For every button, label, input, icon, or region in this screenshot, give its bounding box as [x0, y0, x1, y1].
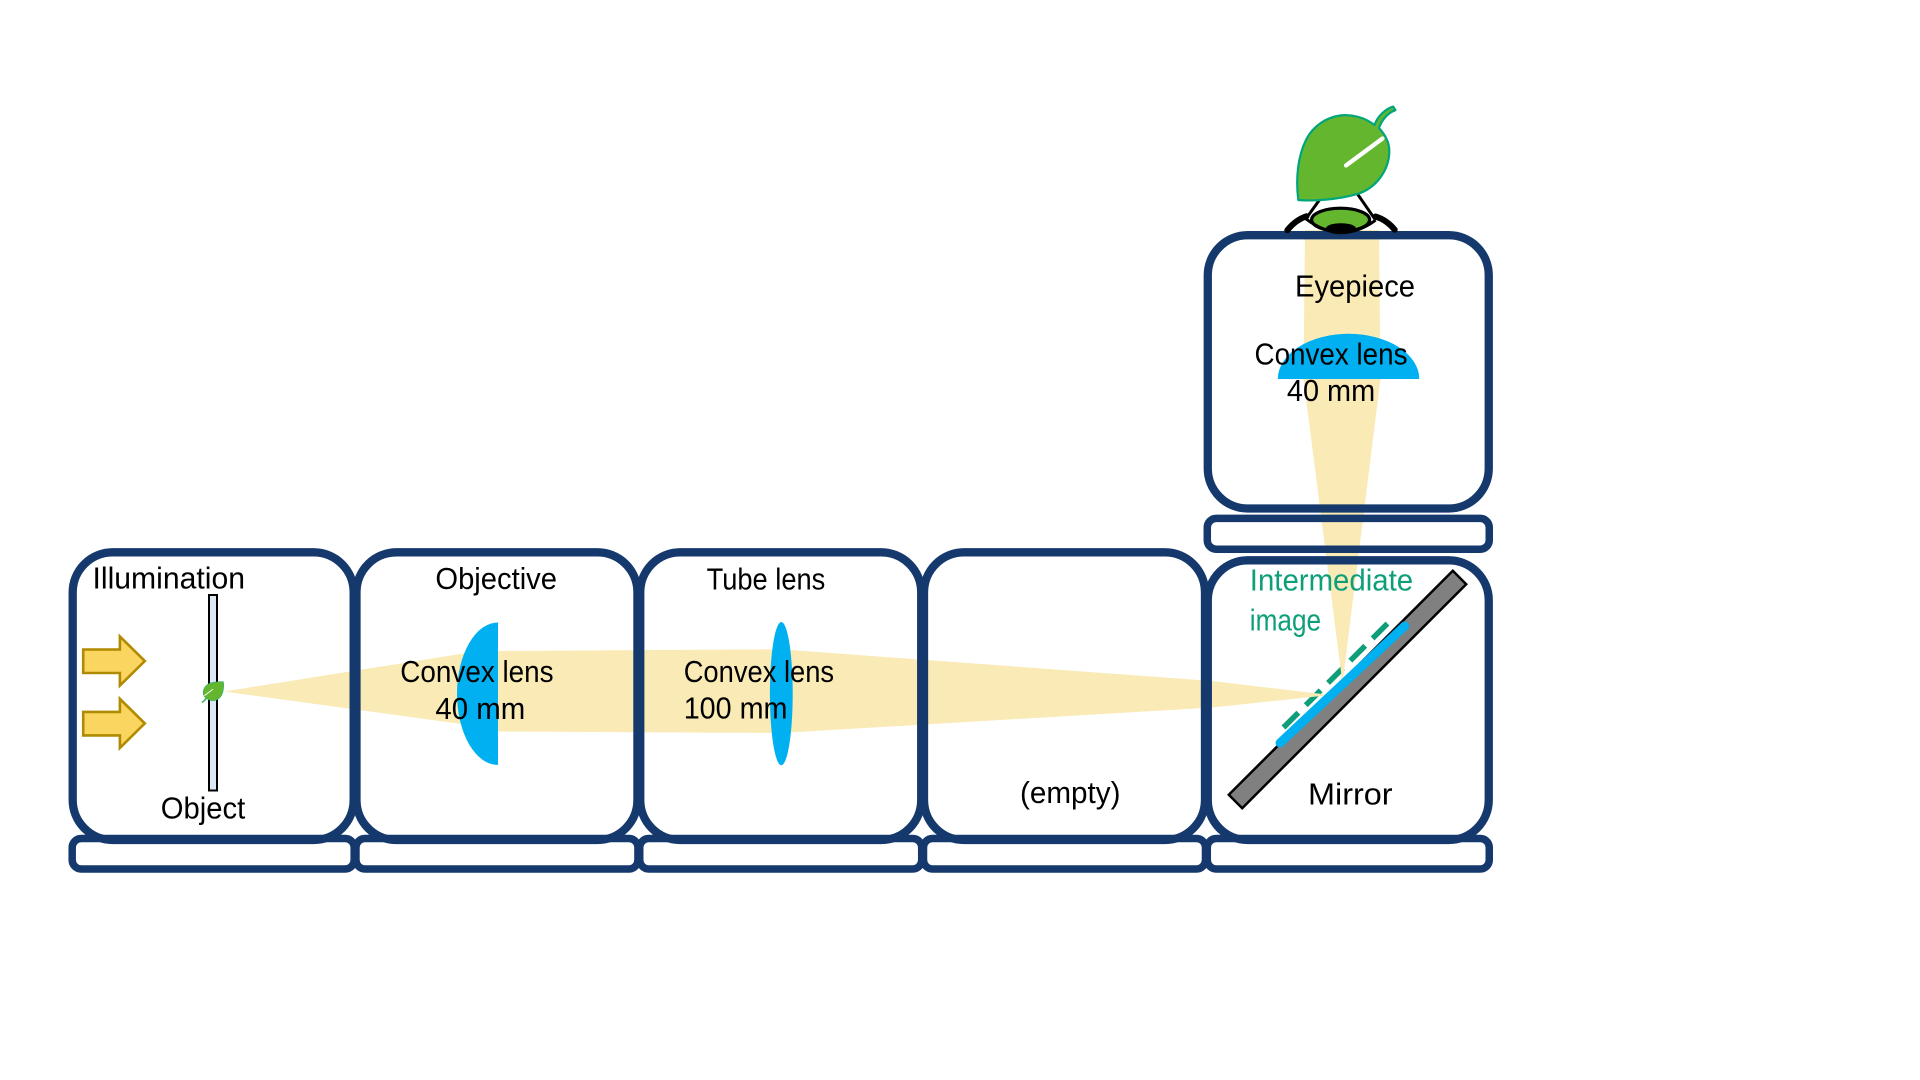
svg-text:40 mm: 40 mm — [1287, 373, 1375, 408]
svg-text:Mirror: Mirror — [1308, 777, 1393, 812]
svg-text:Convex lens: Convex lens — [684, 654, 834, 689]
svg-text:100 mm: 100 mm — [684, 691, 788, 726]
svg-text:Convex lens: Convex lens — [1255, 337, 1408, 372]
svg-text:Illumination: Illumination — [93, 561, 246, 596]
svg-text:Objective: Objective — [435, 561, 557, 596]
svg-text:Tube lens: Tube lens — [707, 561, 826, 596]
svg-text:Object: Object — [161, 791, 246, 826]
svg-text:(empty): (empty) — [1020, 775, 1121, 810]
svg-text:image: image — [1250, 602, 1321, 637]
svg-text:Eyepiece: Eyepiece — [1295, 268, 1415, 303]
svg-text:40 mm: 40 mm — [435, 691, 525, 726]
svg-text:Intermediate: Intermediate — [1250, 563, 1413, 598]
svg-text:Convex lens: Convex lens — [400, 654, 553, 689]
